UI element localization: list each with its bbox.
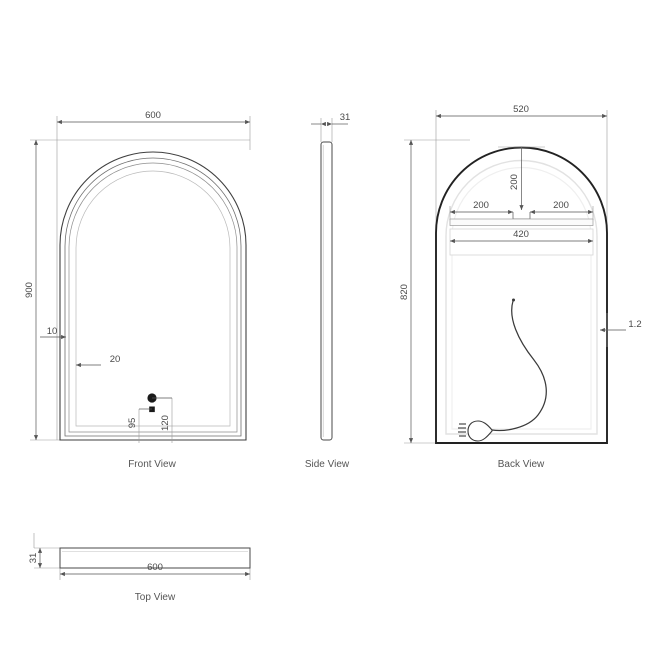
sensor-offset-x-value: 95 bbox=[127, 418, 138, 429]
sensor-offset-y-value: 120 bbox=[160, 415, 171, 431]
top-width-value: 600 bbox=[147, 562, 163, 573]
light-drop-value: 200 bbox=[509, 174, 520, 190]
light-offset-left-value: 200 bbox=[473, 200, 489, 211]
sensor-offset-x-dimension: 95 bbox=[127, 408, 152, 429]
light-offset-right-value: 200 bbox=[553, 200, 569, 211]
front-frame-inner-value: 20 bbox=[110, 354, 121, 365]
top-thickness-value: 31 bbox=[28, 553, 39, 564]
back-height-value: 820 bbox=[399, 284, 410, 300]
side-thickness-value: 31 bbox=[340, 112, 351, 123]
front-frame-line-1 bbox=[64, 157, 242, 437]
top-thickness-dimension: 31 bbox=[28, 548, 43, 568]
power-cable-icon bbox=[491, 300, 547, 432]
top-view-group: 31 600 Top View bbox=[28, 533, 251, 603]
top-view-label: Top View bbox=[135, 592, 176, 603]
side-view-label: Side View bbox=[305, 459, 350, 470]
edge-thickness-value: 1.2 bbox=[628, 319, 641, 330]
top-width-dimension: 600 bbox=[60, 562, 250, 577]
front-frame-line-2 bbox=[68, 162, 238, 433]
front-height-dimension: 900 bbox=[24, 140, 39, 440]
front-frame-outer-dimension: 10 bbox=[40, 326, 66, 340]
cable-terminal-icon bbox=[512, 298, 515, 302]
front-frame-inner-dimension: 20 bbox=[76, 354, 121, 368]
light-offset-left-dimension: 200 bbox=[450, 200, 513, 215]
front-height-value: 900 bbox=[24, 282, 35, 298]
front-outer-outline bbox=[59, 151, 247, 441]
light-width-value: 420 bbox=[513, 229, 529, 240]
side-view-group: 31 Side View bbox=[305, 112, 350, 470]
sensor-witness-lines bbox=[138, 398, 173, 443]
back-height-dimension: 820 bbox=[399, 140, 414, 443]
back-width-value: 520 bbox=[513, 104, 529, 115]
back-width-dimension: 520 bbox=[436, 104, 607, 119]
light-offset-right-dimension: 200 bbox=[530, 200, 593, 215]
edge-thickness-dimension: 1.2 bbox=[600, 313, 642, 347]
sensor-offset-y-dimension: 120 bbox=[152, 397, 172, 431]
front-view-label: Front View bbox=[128, 459, 176, 470]
front-frame-outer-value: 10 bbox=[47, 326, 58, 337]
side-thickness-dimension: 31 bbox=[311, 112, 351, 127]
front-view-group: 600 900 10 20 bbox=[24, 110, 251, 470]
side-profile-body bbox=[320, 141, 333, 441]
front-inner-glass bbox=[75, 170, 231, 427]
back-inner-outline-2 bbox=[451, 166, 592, 430]
light-width-dimension: 420 bbox=[450, 229, 593, 244]
side-witness-lines bbox=[320, 118, 333, 142]
top-profile-body bbox=[59, 547, 251, 569]
light-drop-dimension: 200 bbox=[498, 146, 545, 210]
back-view-group: 520 820 200 200 200 bbox=[399, 104, 642, 470]
front-width-value: 600 bbox=[145, 110, 161, 121]
back-view-label: Back View bbox=[498, 459, 545, 470]
led-strip-bar bbox=[449, 218, 594, 226]
power-plug-icon bbox=[458, 420, 493, 442]
front-width-dimension: 600 bbox=[57, 110, 250, 125]
